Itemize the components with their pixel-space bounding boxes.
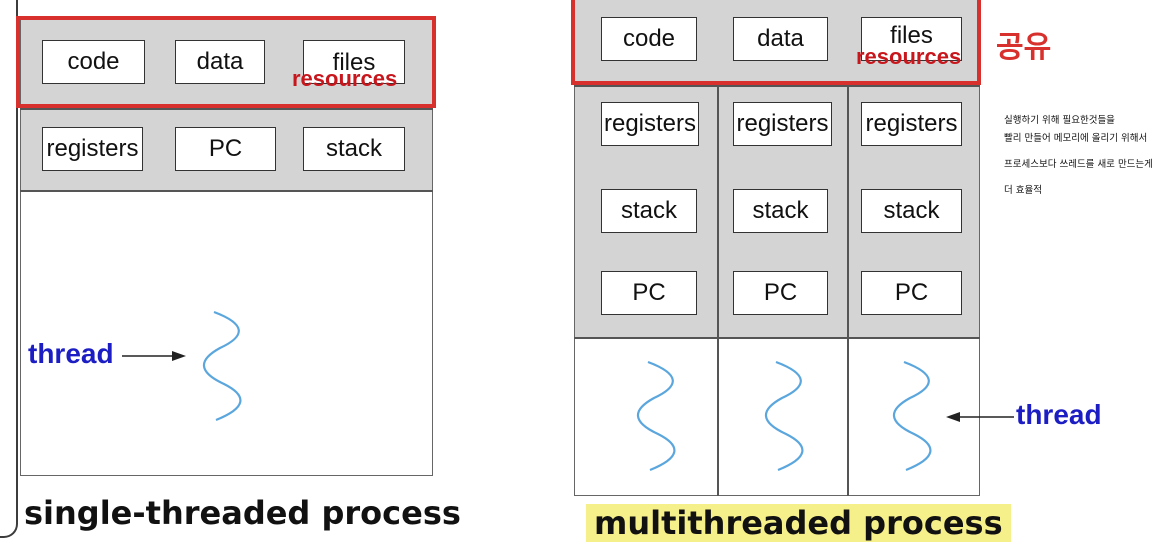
multi-column-divider-2: [847, 85, 849, 496]
single-stack-box: stack: [303, 127, 405, 171]
multi-thread-squiggle-icon-2: [764, 360, 804, 472]
slide-frame-edge: [0, 0, 18, 538]
single-resources-label: resources: [292, 66, 398, 91]
single-registers-box: registers: [42, 127, 143, 171]
multi-thread-arrow: [946, 412, 1014, 422]
handwritten-note: 실행하기 위해 필요한것들을 빨리 만들어 메모리에 올리기 위해서 프로세스보…: [1004, 108, 1172, 204]
multi-caption-highlight: multithreaded process: [586, 504, 1011, 542]
multi-files-box: files: [861, 17, 962, 61]
single-thread-label: thread: [28, 338, 114, 369]
multi-pc-box-2: PC: [733, 271, 828, 315]
multi-column-divider-1: [717, 85, 719, 496]
single-thread-squiggle-icon: [202, 310, 242, 422]
note-line-2: 빨리 만들어 메모리에 올리기 위해서: [1004, 133, 1148, 144]
single-caption: single-threaded process: [24, 494, 461, 532]
multi-stack-box-3: stack: [861, 189, 962, 233]
multi-pc-box-1: PC: [601, 271, 697, 315]
single-resources-highlight: [16, 16, 436, 108]
single-data-box: data: [175, 40, 265, 84]
multi-registers-box-2: registers: [733, 102, 832, 146]
multi-thread-squiggle-icon-3: [892, 360, 932, 472]
multi-registers-box-3: registers: [861, 102, 962, 146]
note-line-3: 프로세스보다 쓰레드를 새로 만드는게: [1004, 159, 1153, 170]
note-line-4: 더 효율적: [1004, 185, 1042, 196]
multi-stack-box-1: stack: [601, 189, 697, 233]
single-divider-2: [20, 190, 433, 192]
multi-divider-bottom: [574, 337, 980, 339]
multi-resources-label: resources: [856, 44, 962, 69]
multi-registers-box-1: registers: [601, 102, 699, 146]
multi-divider-top: [574, 85, 980, 87]
multi-data-box: data: [733, 17, 828, 61]
multi-thread-label: thread: [1016, 399, 1102, 430]
multi-stack-box-2: stack: [733, 189, 828, 233]
single-code-box: code: [42, 40, 145, 84]
single-files-box: files: [303, 40, 405, 84]
multi-pc-box-3: PC: [861, 271, 962, 315]
multi-code-box: code: [601, 17, 697, 61]
multi-outline: [574, 0, 980, 496]
single-divider-1: [20, 108, 433, 110]
multi-thread-squiggle-icon-1: [636, 360, 676, 472]
note-line-1: 실행하기 위해 필요한것들을: [1004, 115, 1115, 126]
shared-label: 공유: [996, 30, 1052, 65]
single-thread-arrow: [122, 351, 186, 361]
multi-resources-highlight: [571, 0, 981, 85]
single-pc-box: PC: [175, 127, 276, 171]
multi-caption: multithreaded process: [586, 504, 1011, 542]
single-thread-area: [20, 191, 433, 476]
